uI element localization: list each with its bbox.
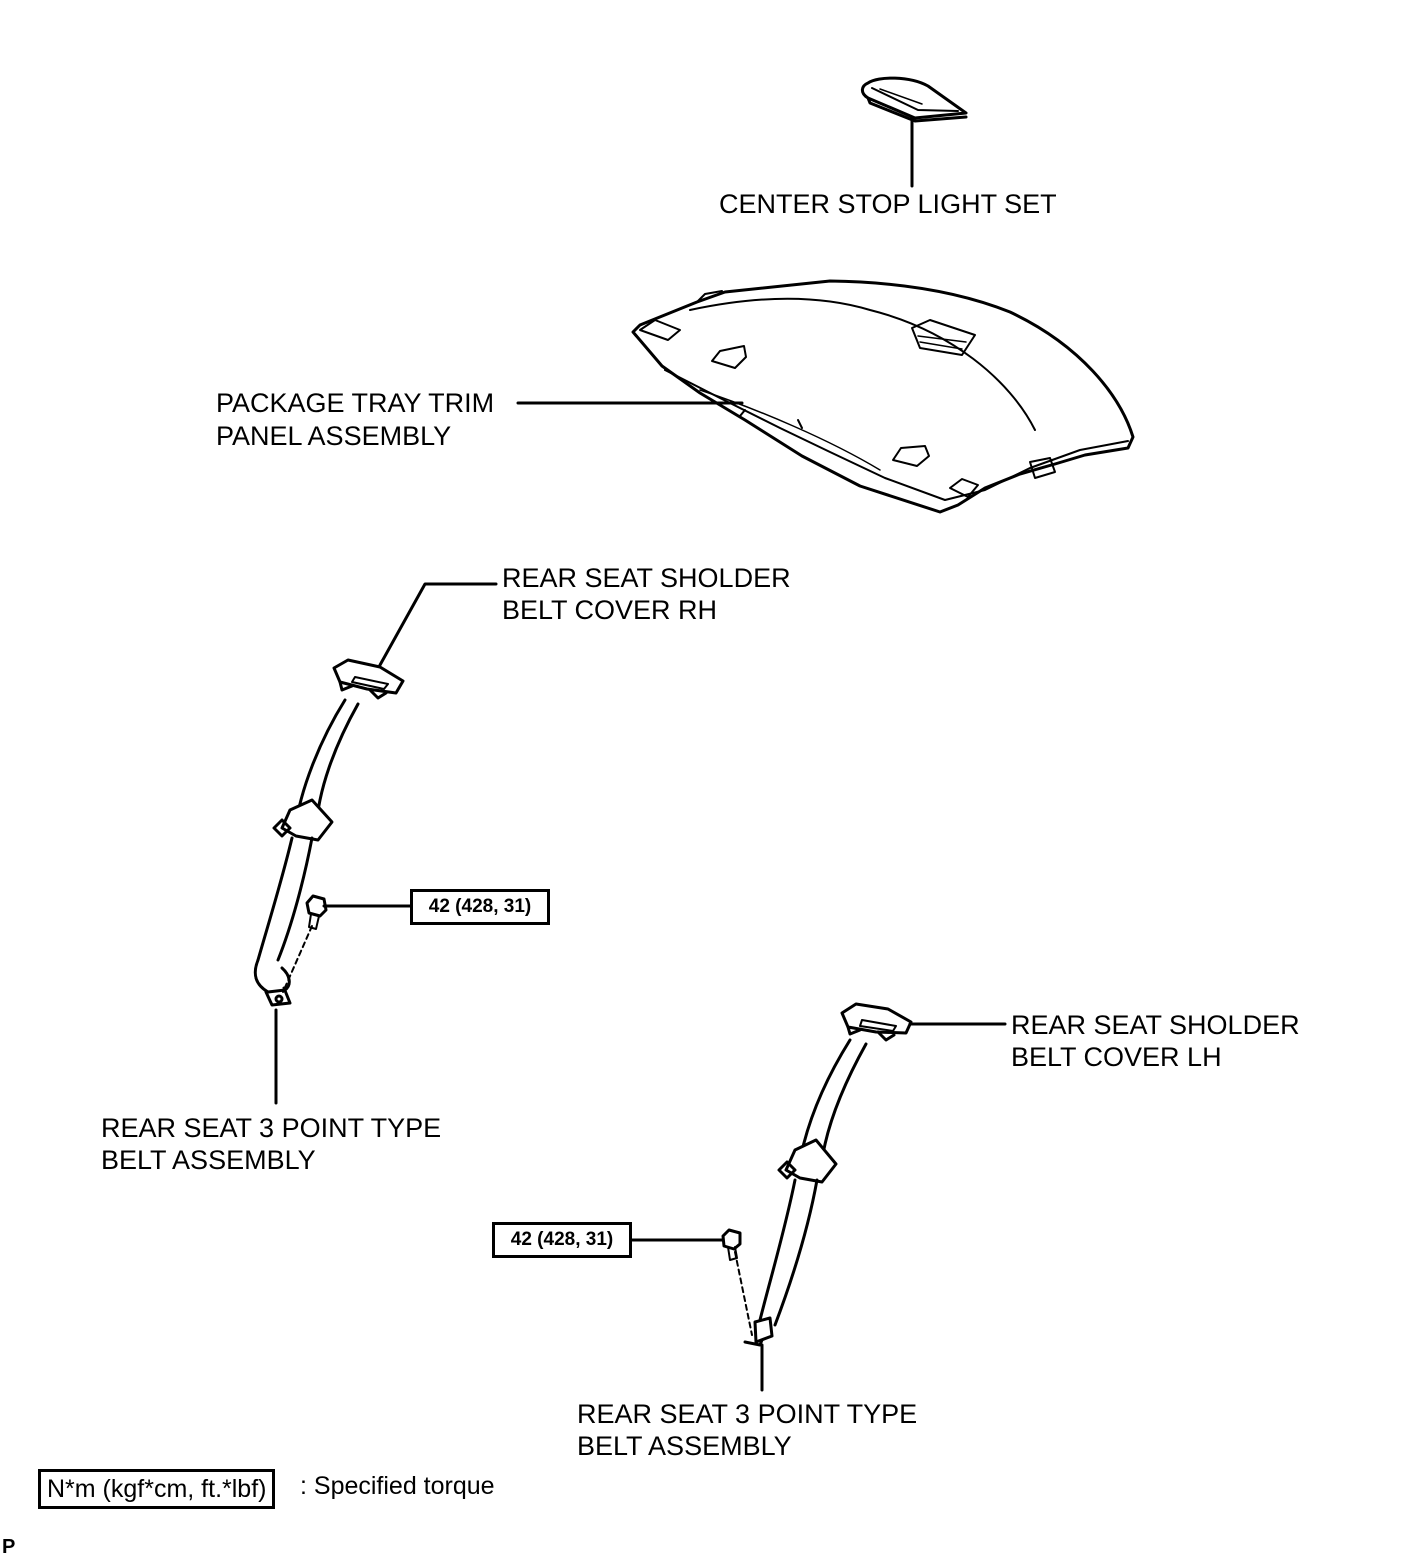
belt-cover-rh-part xyxy=(332,658,405,700)
label-cover-rh-line2: BELT COVER RH xyxy=(502,595,718,625)
label-belt-lh-line1: REAR SEAT 3 POINT TYPE xyxy=(577,1399,918,1429)
dashed-bolt-line-rh xyxy=(282,925,313,993)
center-stop-light-part xyxy=(860,76,968,123)
torque-spec-lh: 42 (428, 31) xyxy=(492,1222,632,1258)
belt-lh-part xyxy=(743,1038,868,1347)
leader-cover-rh xyxy=(378,582,498,667)
belt-cover-lh-part xyxy=(840,1002,913,1042)
label-package-tray-line1: PACKAGE TRAY TRIM xyxy=(216,388,495,418)
legend-torque-text: : Specified torque xyxy=(300,1472,495,1500)
corner-mark: P xyxy=(2,1536,16,1558)
label-belt-lh-line2: BELT ASSEMBLY xyxy=(577,1431,792,1461)
label-center-stop-light: CENTER STOP LIGHT SET xyxy=(719,189,1057,219)
bolt-lh-icon xyxy=(721,1228,742,1261)
dashed-bolt-line-lh xyxy=(734,1251,753,1336)
package-tray-panel-part xyxy=(631,279,1135,514)
label-package-tray-line2: PANEL ASSEMBLY xyxy=(216,421,452,451)
label-cover-lh-line1: REAR SEAT SHOLDER xyxy=(1011,1010,1300,1040)
bolt-rh-icon xyxy=(305,894,328,930)
label-cover-rh-line1: REAR SEAT SHOLDER xyxy=(502,563,791,593)
torque-spec-rh: 42 (428, 31) xyxy=(410,889,550,925)
legend-torque-unit-box: N*m (kgf*cm, ft.*lbf) xyxy=(38,1469,276,1509)
label-cover-lh-line2: BELT COVER LH xyxy=(1011,1042,1222,1072)
label-belt-rh-line1: REAR SEAT 3 POINT TYPE xyxy=(101,1113,442,1143)
label-belt-rh-line2: BELT ASSEMBLY xyxy=(101,1145,316,1175)
belt-rh-part xyxy=(253,698,360,1007)
